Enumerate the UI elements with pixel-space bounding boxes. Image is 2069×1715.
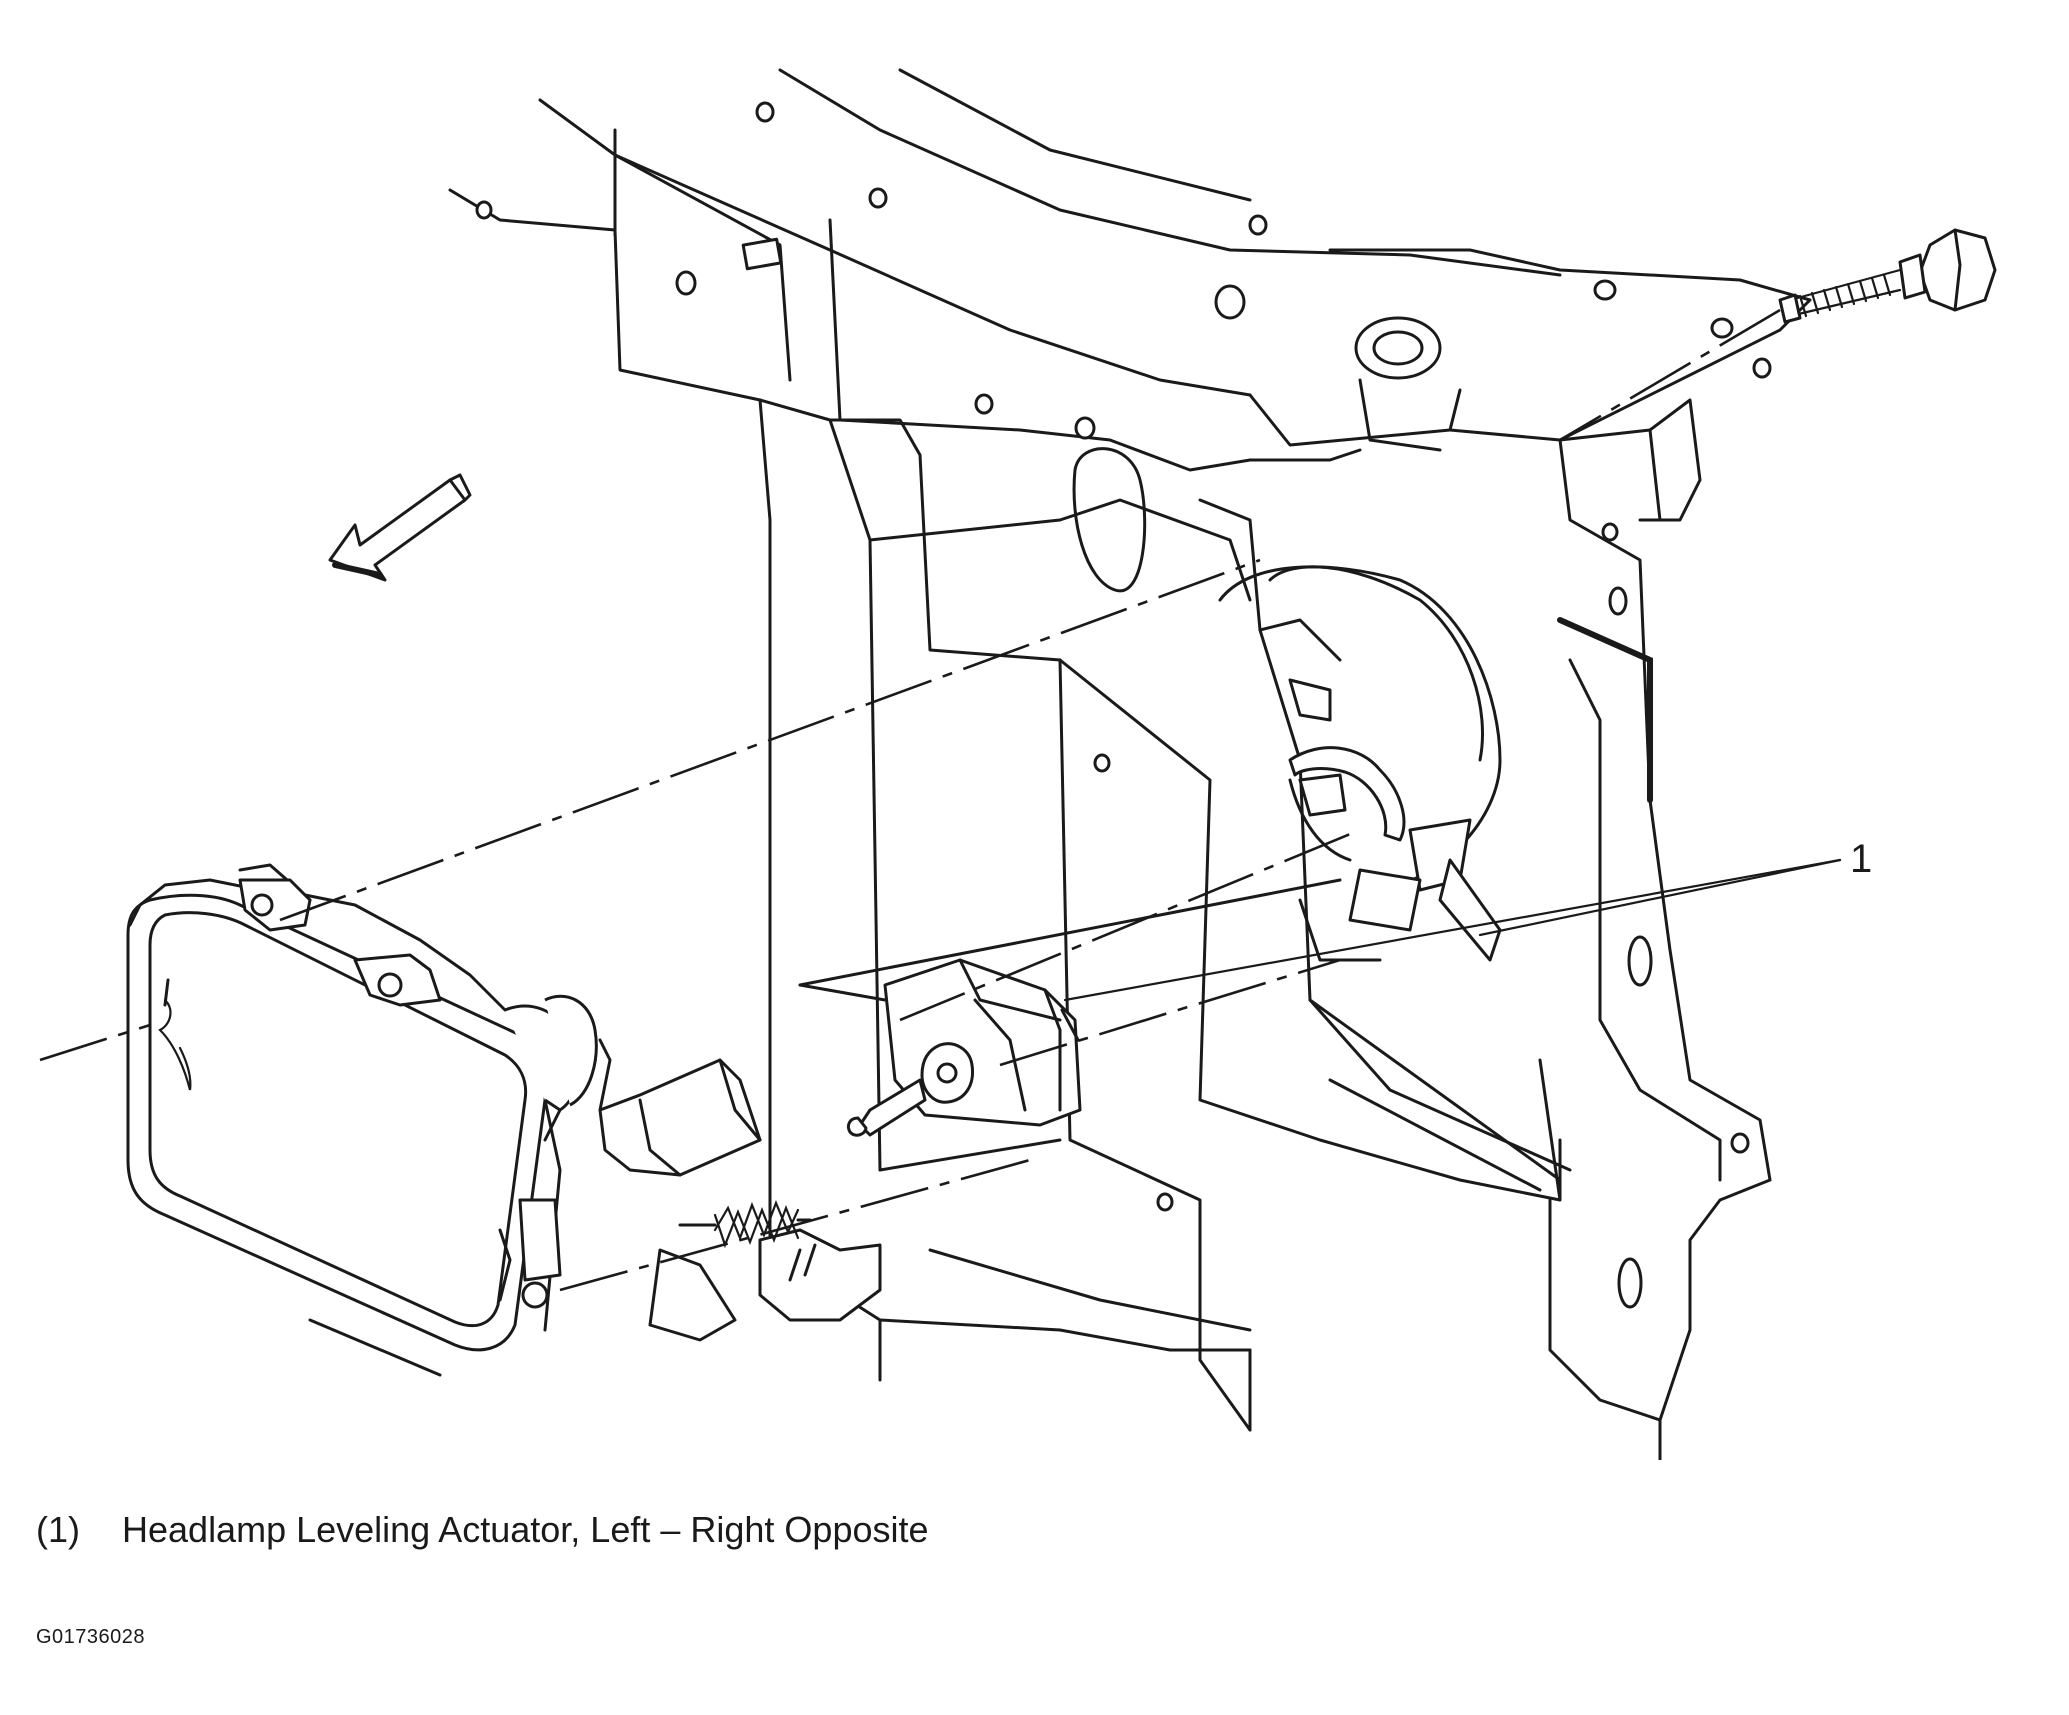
vehicle-forward-direction-arrow bbox=[328, 473, 472, 582]
assembly-alignment-lines bbox=[39, 558, 1361, 1292]
diagram-canvas: 1 bbox=[39, 68, 1997, 1460]
exploded-view-illustration: 1 bbox=[39, 68, 1997, 1460]
headlamp-mounting-bracket bbox=[1218, 565, 1502, 962]
callout-1: 1 bbox=[1063, 837, 1872, 1002]
headlamp-assembly bbox=[126, 863, 612, 1377]
mounting-bolt-fastener bbox=[1559, 228, 1997, 442]
legend-item-text: Headlamp Leveling Actuator, Left – Right… bbox=[122, 1509, 929, 1550]
legend-item-number: (1) bbox=[36, 1509, 80, 1550]
figure-reference-code: G01736028 bbox=[36, 1626, 146, 1648]
figure-legend: (1) Headlamp Leveling Actuator, Left – R… bbox=[36, 1508, 1036, 1552]
radiator-support-structure bbox=[448, 68, 1812, 1460]
headlamp-leveling-actuator bbox=[846, 958, 1082, 1137]
lower-mounting-blocks bbox=[598, 1058, 882, 1342]
callout-label-1: 1 bbox=[1850, 837, 1872, 881]
legend-item: (1) Headlamp Leveling Actuator, Left – R… bbox=[36, 1508, 1036, 1552]
